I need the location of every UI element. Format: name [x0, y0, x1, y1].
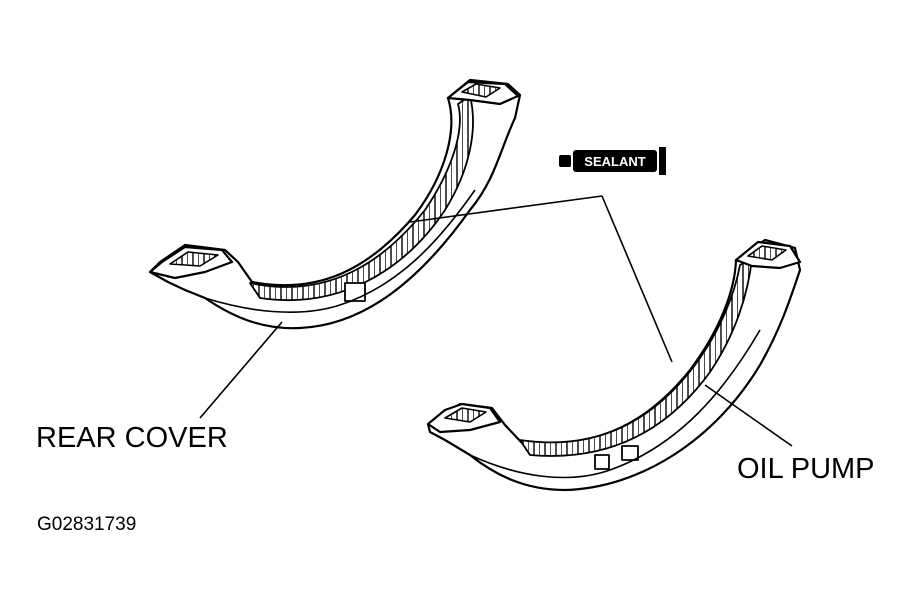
oil-pump-left-tab: [444, 407, 487, 423]
rear-cover-top-tab: [461, 83, 501, 98]
oil-pump-groove: [519, 257, 753, 457]
rear-cover-groove: [249, 95, 474, 302]
rear-cover-leader: [199, 321, 283, 419]
oil-pump-label: OIL PUMP: [737, 453, 875, 485]
rear-cover-left-tab: [169, 251, 219, 267]
oil-pump-top-tab: [747, 245, 787, 261]
figure-code: G02831739: [37, 514, 137, 535]
sealant-tube-body: [573, 150, 657, 172]
rear-cover-boss: [344, 282, 366, 302]
sealant-leader-to-oil-pump: [601, 195, 673, 363]
sealant-tube-nozzle: [559, 155, 571, 167]
sealant-tube-text: SEALANT: [584, 154, 645, 169]
sealant-leader-to-rear-cover: [409, 195, 603, 223]
oil-pump-part: [426, 238, 802, 492]
sealant-tube: SEALANT: [559, 147, 666, 175]
oil-pump-boss-1: [594, 454, 610, 470]
rear-cover-edge-line: [204, 189, 476, 313]
oil-pump-leader: [704, 384, 793, 447]
sealant-tube-crimp: [659, 147, 666, 175]
rear-cover-label: REAR COVER: [36, 422, 228, 454]
oil-pump-boss-2: [621, 445, 639, 461]
rear-cover-part: [148, 78, 522, 330]
oil-pump-edge-line: [469, 329, 761, 479]
leader-lines: [199, 195, 793, 447]
